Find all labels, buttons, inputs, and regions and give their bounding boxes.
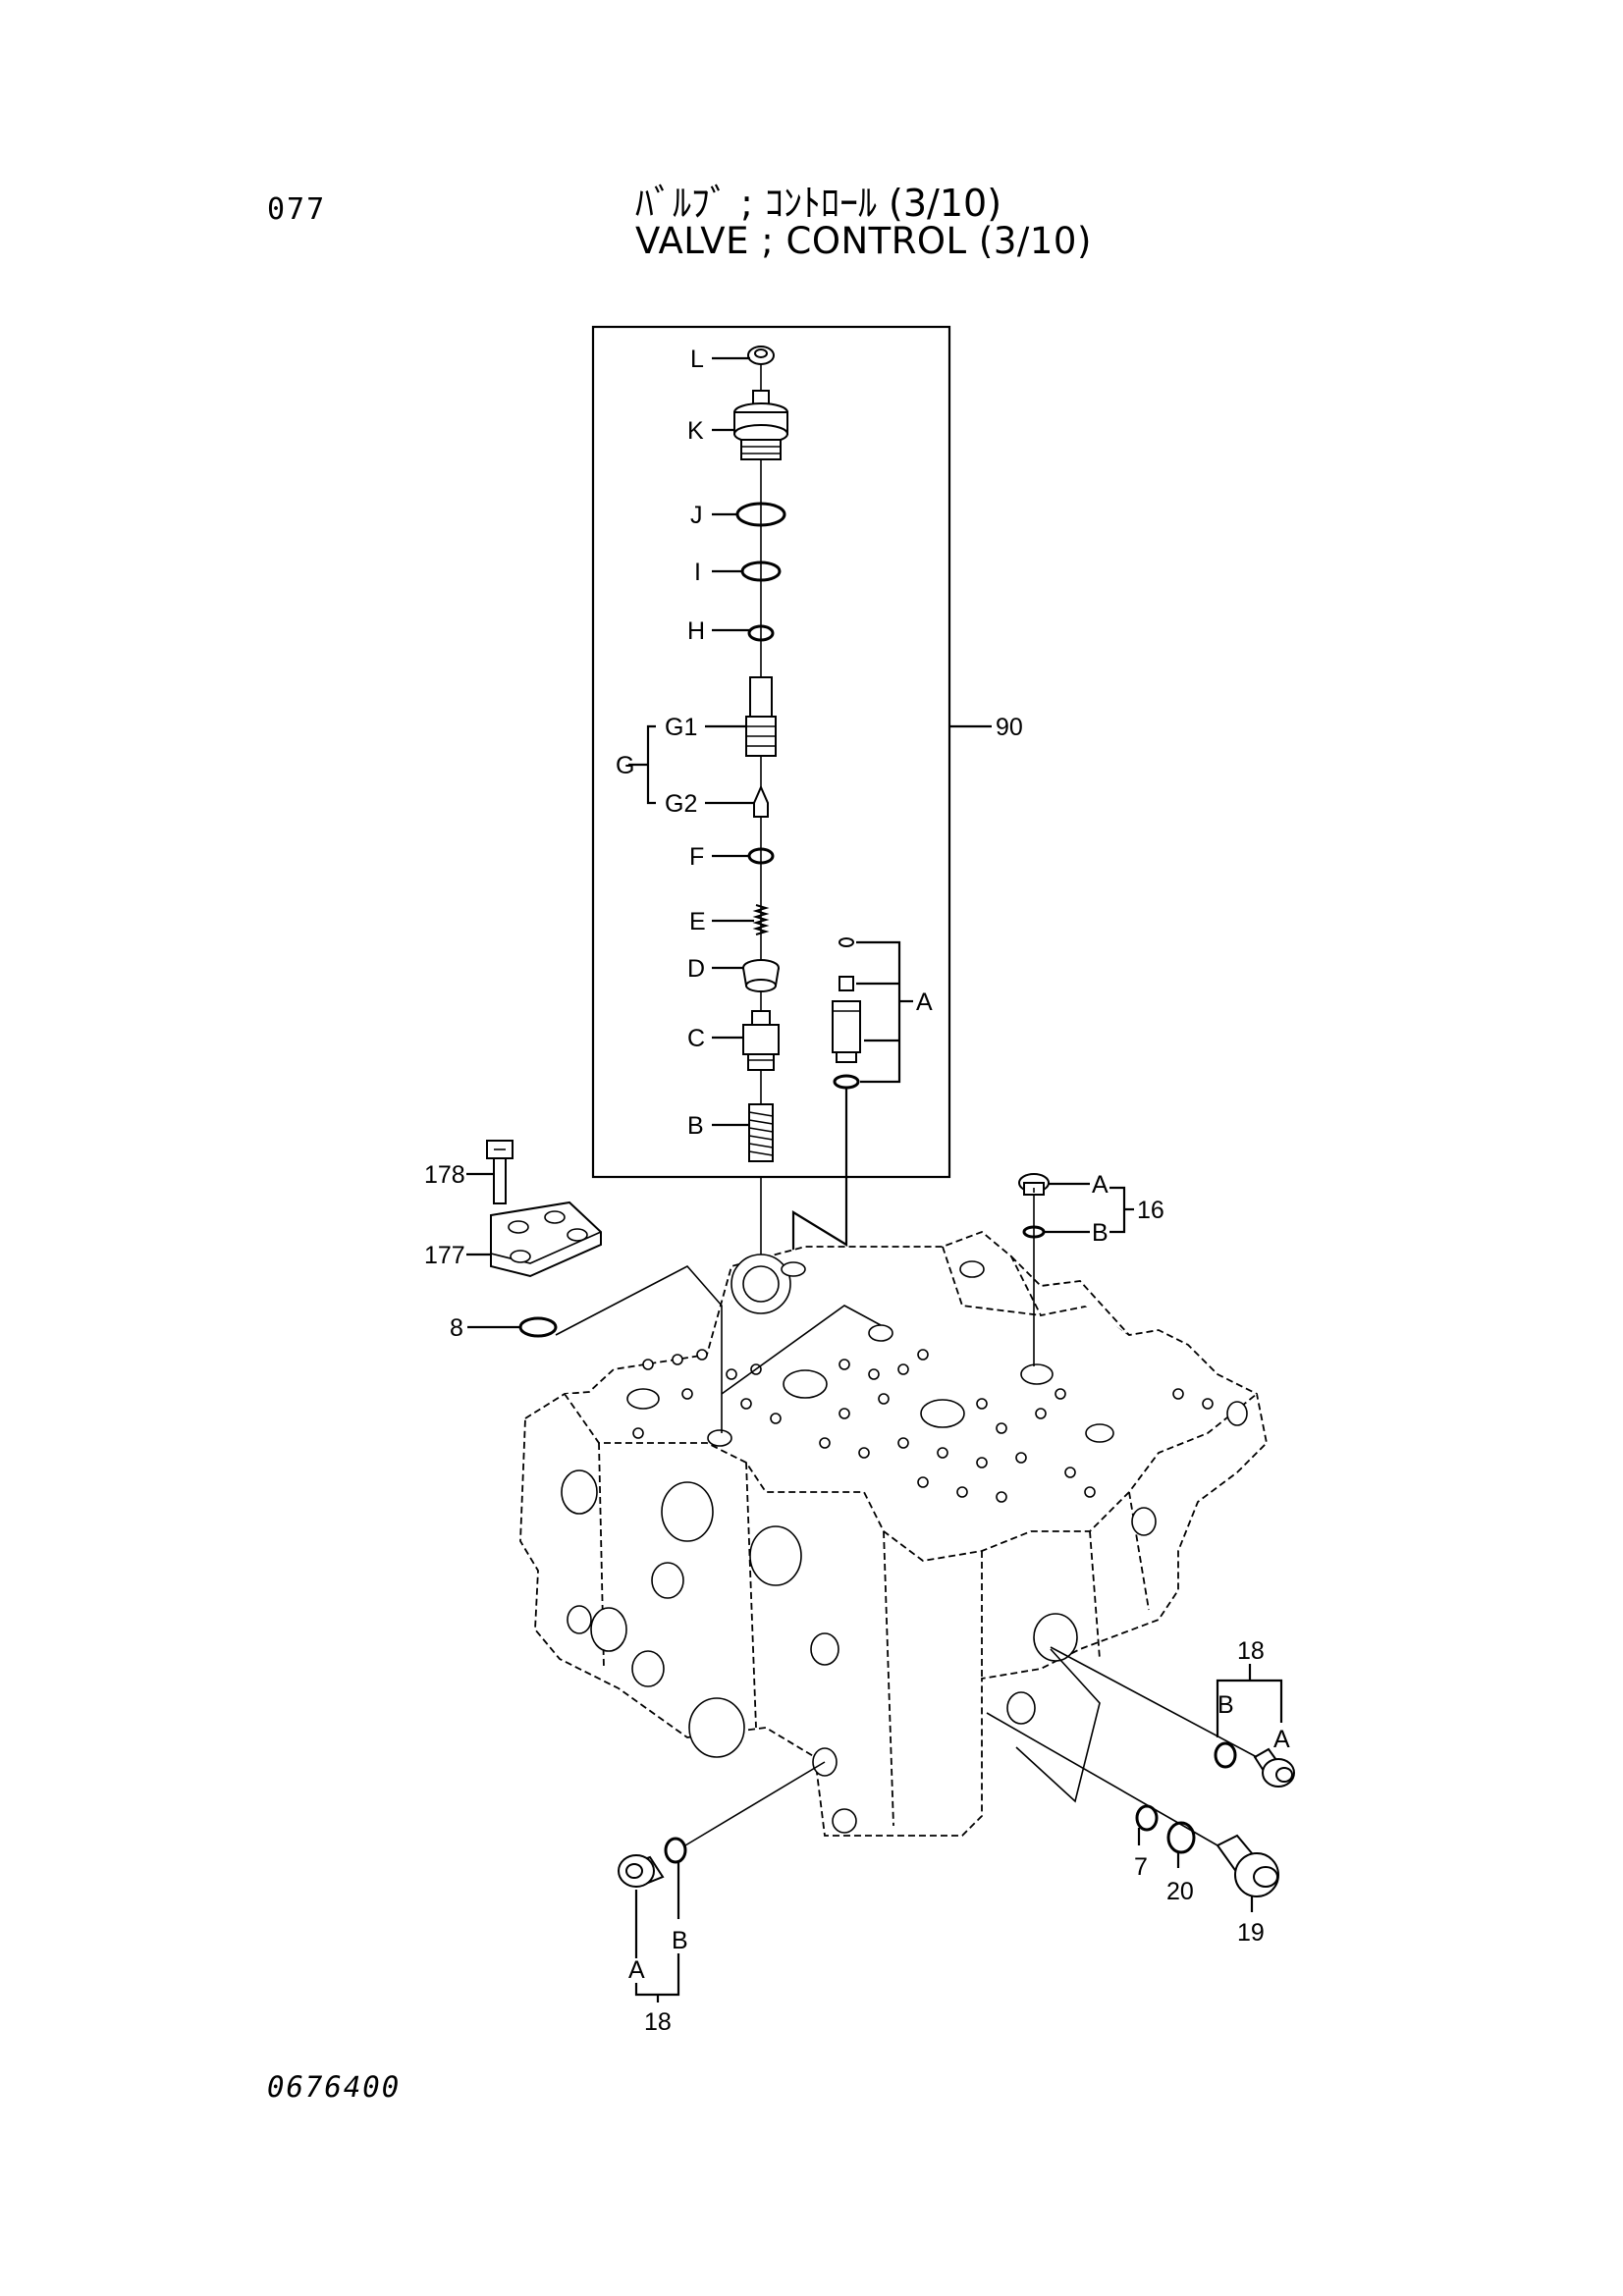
part-a-subassembly <box>832 937 861 1090</box>
label-7: 7 <box>1134 1853 1148 1881</box>
label-g1: G1 <box>665 714 697 741</box>
part-7-ring <box>1135 1804 1159 1832</box>
part-178-bolt <box>486 1140 514 1204</box>
part-d-seat <box>742 959 780 992</box>
part-h-ring <box>747 624 775 642</box>
part-b-spring <box>748 1103 774 1162</box>
label-16: 16 <box>1137 1197 1164 1224</box>
label-k: K <box>687 417 704 445</box>
kit-number-label: 90 <box>996 714 1023 741</box>
label-c: C <box>687 1025 705 1052</box>
part-k-plug <box>733 390 788 460</box>
label-19: 19 <box>1237 1919 1265 1947</box>
label-18-right: 18 <box>1237 1637 1265 1665</box>
part-c-sleeve <box>742 1010 780 1071</box>
part-e-spring <box>752 904 770 935</box>
label-g: G <box>616 752 634 779</box>
kit-box <box>591 325 951 1179</box>
label-b: B <box>687 1112 704 1140</box>
label-18-left-a: A <box>628 1956 645 1984</box>
label-i: I <box>694 559 701 586</box>
label-d: D <box>687 955 705 983</box>
part-19-plug <box>1216 1834 1279 1897</box>
label-18-right-a: A <box>1273 1726 1290 1753</box>
label-g2: G2 <box>665 790 697 818</box>
label-177: 177 <box>424 1242 465 1269</box>
label-a-subassembly: A <box>916 988 933 1016</box>
label-j: J <box>690 502 703 529</box>
part-g1-poppet <box>745 676 777 757</box>
part-20-ring <box>1166 1821 1196 1854</box>
label-16-a: A <box>1092 1171 1109 1199</box>
label-8: 8 <box>450 1314 463 1342</box>
label-20: 20 <box>1166 1878 1194 1905</box>
part-g2-poppet <box>753 784 769 818</box>
label-18-left-b: B <box>672 1927 688 1954</box>
label-18-right-b: B <box>1217 1691 1234 1719</box>
label-e: E <box>689 908 706 935</box>
label-h: H <box>687 617 705 645</box>
control-valve-body <box>519 1230 1268 1837</box>
part-l-nut <box>747 346 775 365</box>
label-178: 178 <box>424 1161 465 1189</box>
label-16-b: B <box>1092 1219 1109 1247</box>
page-title: VALVE ; CONTROL (3/10) <box>635 220 1092 262</box>
label-18-left: 18 <box>644 2008 672 2036</box>
drawing-code: 0676400 <box>267 2070 402 2104</box>
part-18-left-plug <box>618 1837 687 1888</box>
page-number: 077 <box>267 192 327 227</box>
part-8-oring <box>518 1316 558 1338</box>
part-177-flange <box>490 1201 602 1278</box>
label-l: L <box>690 346 704 373</box>
part-18-right-plug <box>1214 1741 1295 1788</box>
page-title-japanese: ﾊﾞﾙﾌﾞ ; ｺﾝﾄﾛｰﾙ (3/10) <box>635 182 1002 225</box>
label-f: F <box>689 843 704 871</box>
